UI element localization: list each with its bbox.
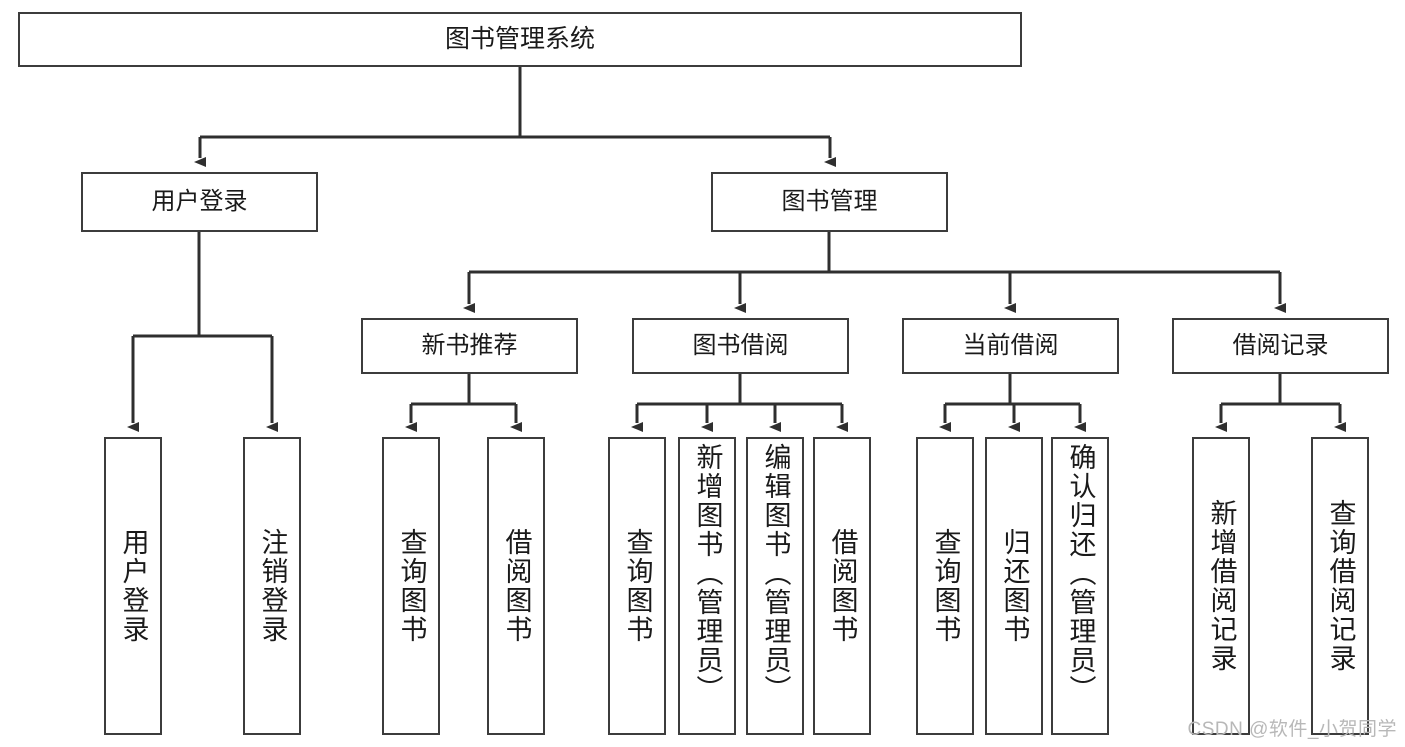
node-user-login[interactable]: 用户登录 <box>81 172 318 232</box>
leaf-query-book-newrec-label: 查询图书 <box>396 528 427 644</box>
leaf-add-book-admin-label: 新增图书（管理员） <box>692 443 723 704</box>
node-book-borrow[interactable]: 图书借阅 <box>632 318 849 374</box>
leaf-add-borrow-record-label: 新增借阅记录 <box>1206 499 1237 673</box>
node-book-management[interactable]: 图书管理 <box>711 172 948 232</box>
leaf-return-book-label: 归还图书 <box>999 528 1030 644</box>
node-book-borrow-label: 图书借阅 <box>692 331 789 359</box>
node-new-book-recommend-label: 新书推荐 <box>421 331 518 359</box>
leaf-add-borrow-record[interactable]: 新增借阅记录 <box>1192 437 1250 735</box>
leaf-confirm-return-admin[interactable]: 确认归还（管理员） <box>1051 437 1109 735</box>
leaf-edit-book-admin-label: 编辑图书（管理员） <box>760 443 791 704</box>
node-current-borrow[interactable]: 当前借阅 <box>902 318 1119 374</box>
leaf-return-book[interactable]: 归还图书 <box>985 437 1043 735</box>
node-root-label: 图书管理系统 <box>444 24 595 53</box>
leaf-logout[interactable]: 注销登录 <box>243 437 301 735</box>
leaf-borrow-book-label: 借阅图书 <box>827 528 858 644</box>
leaf-user-login-label: 用户登录 <box>118 528 149 644</box>
node-new-book-recommend[interactable]: 新书推荐 <box>361 318 578 374</box>
leaf-add-book-admin[interactable]: 新增图书（管理员） <box>678 437 736 735</box>
leaf-query-book-newrec[interactable]: 查询图书 <box>382 437 440 735</box>
leaf-query-book-current[interactable]: 查询图书 <box>916 437 974 735</box>
node-root[interactable]: 图书管理系统 <box>18 12 1022 67</box>
node-borrow-record[interactable]: 借阅记录 <box>1172 318 1389 374</box>
node-borrow-record-label: 借阅记录 <box>1232 331 1329 359</box>
leaf-query-book-borrow-label: 查询图书 <box>622 528 653 644</box>
leaf-user-login[interactable]: 用户登录 <box>104 437 162 735</box>
leaf-confirm-return-admin-label: 确认归还（管理员） <box>1065 443 1096 704</box>
node-user-login-label: 用户登录 <box>151 187 248 215</box>
leaf-edit-book-admin[interactable]: 编辑图书（管理员） <box>746 437 804 735</box>
leaf-borrow-book-newrec[interactable]: 借阅图书 <box>487 437 545 735</box>
leaf-borrow-book[interactable]: 借阅图书 <box>813 437 871 735</box>
leaf-query-borrow-record-label: 查询借阅记录 <box>1325 499 1356 673</box>
leaf-logout-label: 注销登录 <box>257 528 288 644</box>
node-book-management-label: 图书管理 <box>781 187 878 215</box>
leaf-borrow-book-newrec-label: 借阅图书 <box>501 528 532 644</box>
node-current-borrow-label: 当前借阅 <box>962 331 1059 359</box>
leaf-query-book-current-label: 查询图书 <box>930 528 961 644</box>
leaf-query-book-borrow[interactable]: 查询图书 <box>608 437 666 735</box>
leaf-query-borrow-record[interactable]: 查询借阅记录 <box>1311 437 1369 735</box>
